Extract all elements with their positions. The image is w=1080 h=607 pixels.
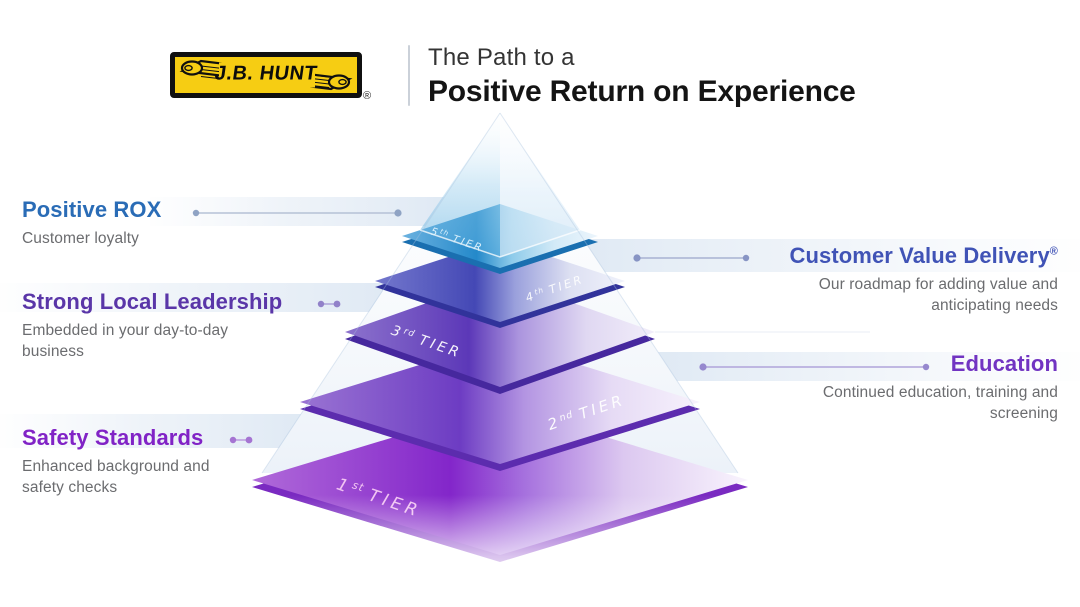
label-safety-standards: Safety Standards Enhanced background and…	[22, 425, 247, 498]
title-line-2: Positive Return on Experience	[428, 75, 856, 108]
customer-value-delivery-text: Customer Value Delivery	[789, 243, 1050, 268]
label-positive-rox: Positive ROX Customer loyalty	[22, 197, 162, 250]
tier-4-face	[375, 240, 625, 322]
safety-standards-heading: Safety Standards	[22, 425, 204, 450]
apex-pyramid-right-face	[500, 113, 580, 257]
label-strong-local-leadership: Strong Local Leadership Embedded in your…	[22, 289, 283, 362]
connector-strong-local-leadership	[317, 300, 341, 308]
connector-dot	[742, 254, 750, 262]
logo-registered-mark: ®	[363, 90, 372, 102]
label-customer-value-delivery: Customer Value Delivery® Our roadmap for…	[740, 243, 1058, 316]
customer-value-delivery-desc: Our roadmap for adding value and anticip…	[818, 276, 1058, 314]
connector-dot	[245, 436, 253, 444]
connector-customer-value-delivery	[633, 254, 750, 262]
connector-dot	[333, 300, 341, 308]
education-desc: Continued education, training and screen…	[822, 384, 1058, 422]
bottom-fade	[170, 495, 850, 607]
positive-rox-desc: Customer loyalty	[22, 230, 140, 248]
ghost-edge-right	[499, 112, 739, 474]
ghost-edge-left	[261, 112, 501, 474]
band-safety-standards	[0, 414, 301, 448]
safety-standards-desc: Enhanced background and safety checks	[22, 458, 210, 496]
logo-ribbon-roll-left-core	[184, 64, 193, 72]
connector-dot	[699, 363, 707, 371]
band-positive-rox	[150, 197, 444, 226]
band-customer-value-delivery	[583, 239, 1080, 272]
band-strong-local-leadership	[0, 283, 388, 312]
apex-pyramid-rim	[419, 229, 581, 258]
education-heading: Education	[950, 351, 1058, 376]
jbhunt-logo: J.B. HUNT	[170, 52, 362, 98]
title-line-1: The Path to a	[428, 44, 575, 71]
logo-text-plate	[219, 62, 315, 88]
connector-positive-rox	[192, 209, 402, 217]
tier-3-face	[345, 277, 655, 387]
apex-pyramid-left-face	[420, 113, 500, 257]
connector-dot	[229, 436, 237, 444]
connector-dot	[394, 209, 402, 217]
connector-dot	[317, 300, 325, 308]
tier-2-face	[300, 340, 700, 464]
header-divider	[408, 45, 410, 106]
connector-education	[699, 363, 930, 371]
jbhunt-logo-ribbon	[179, 59, 353, 91]
strong-local-leadership-heading: Strong Local Leadership	[22, 289, 283, 314]
page-title: The Path to a Positive Return on Experie…	[428, 44, 856, 109]
label-education: Education Continued education, training …	[806, 351, 1058, 424]
logo-ribbon-roll-right-core	[338, 78, 347, 86]
customer-value-delivery-registered-mark: ®	[1049, 245, 1058, 258]
connector-dot	[922, 363, 930, 371]
connector-safety-standards	[229, 436, 253, 444]
positive-rox-heading: Positive ROX	[22, 197, 162, 222]
strong-local-leadership-desc: Embedded in your day-to-day business	[22, 322, 229, 360]
logo-wordmark: J.B. HUNT	[213, 62, 319, 85]
connector-dot	[633, 254, 641, 262]
customer-value-delivery-heading: Customer Value Delivery®	[740, 243, 1058, 268]
connector-dot	[192, 209, 200, 217]
